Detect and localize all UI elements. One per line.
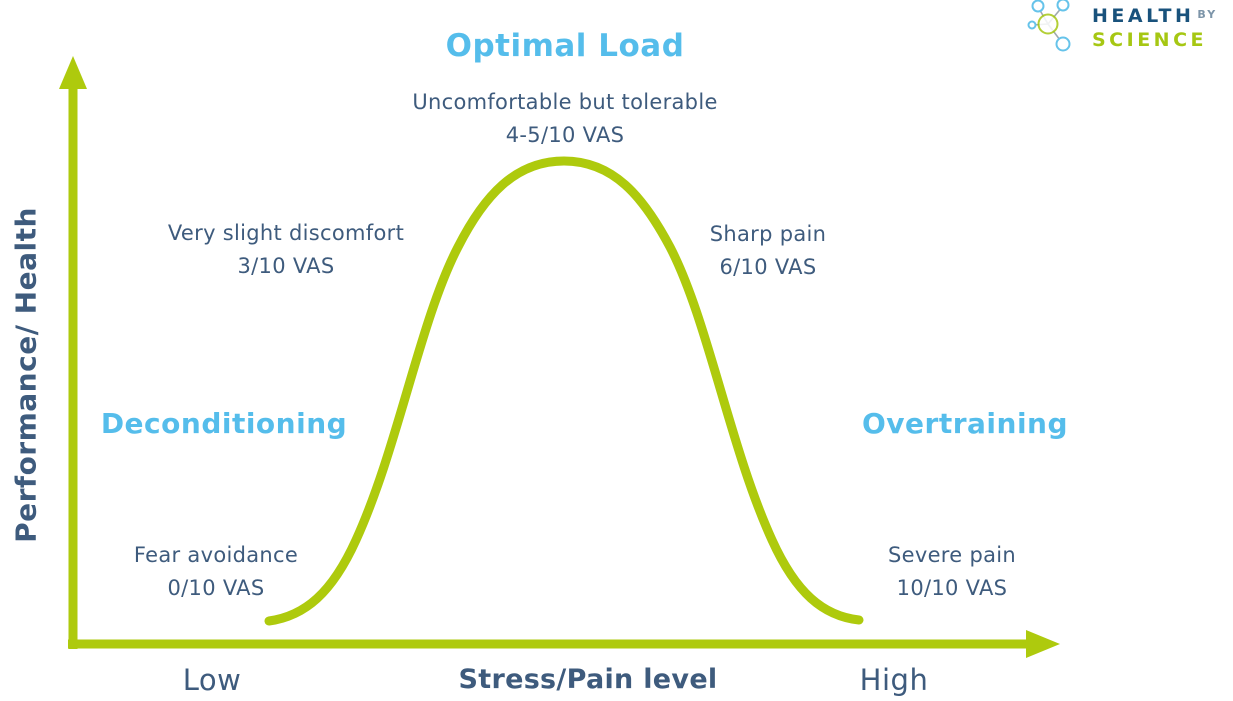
annotation-left-upper-line2: 3/10 VAS [237,254,335,278]
annotation-right-lower-line2: 10/10 VAS [896,576,1008,600]
x-axis-low-label: Low [182,663,242,697]
logo-word-by: BY [1197,8,1218,21]
logo-text: HEALTH BY SCIENCE [1092,0,1217,51]
annotation-right-upper: Sharp pain 6/10 VAS [710,218,827,284]
zone-label-overtraining: Overtraining [861,407,1069,440]
annotation-left-lower-line2: 0/10 VAS [167,576,265,600]
health-by-science-logo: HEALTH BY SCIENCE [1016,0,1217,54]
chart-title: Optimal Load [445,28,685,64]
annotation-left-lower: Fear avoidance 0/10 VAS [134,539,298,605]
x-axis-arrowhead-icon [1026,630,1060,658]
y-axis-title: Performance/ Health [9,207,43,543]
annotation-right-upper-line1: Sharp pain [709,222,827,246]
x-axis-high-label: High [859,663,929,697]
annotation-peak-line2: 4-5/10 VAS [505,123,625,147]
annotation-left-lower-line1: Fear avoidance [133,543,299,567]
molecule-icon [1027,0,1071,52]
annotation-right-lower: Severe pain 10/10 VAS [888,539,1016,605]
bell-curve [264,156,864,626]
logo-word-health: HEALTH [1092,5,1195,27]
annotation-peak: Uncomfortable but tolerable 4-5/10 VAS [412,86,717,152]
y-axis-arrowhead-icon [59,56,87,89]
annotation-right-upper-line2: 6/10 VAS [719,255,817,279]
x-axis-title: Stress/Pain level [458,664,718,695]
annotation-peak-line1: Uncomfortable but tolerable [412,90,718,114]
annotation-right-lower-line1: Severe pain [887,543,1017,567]
zone-label-deconditioning: Deconditioning [100,407,348,440]
logo-word-science: SCIENCE [1092,29,1208,51]
annotation-left-upper: Very slight discomfort 3/10 VAS [168,217,404,283]
annotation-left-upper-line1: Very slight discomfort [167,221,405,245]
